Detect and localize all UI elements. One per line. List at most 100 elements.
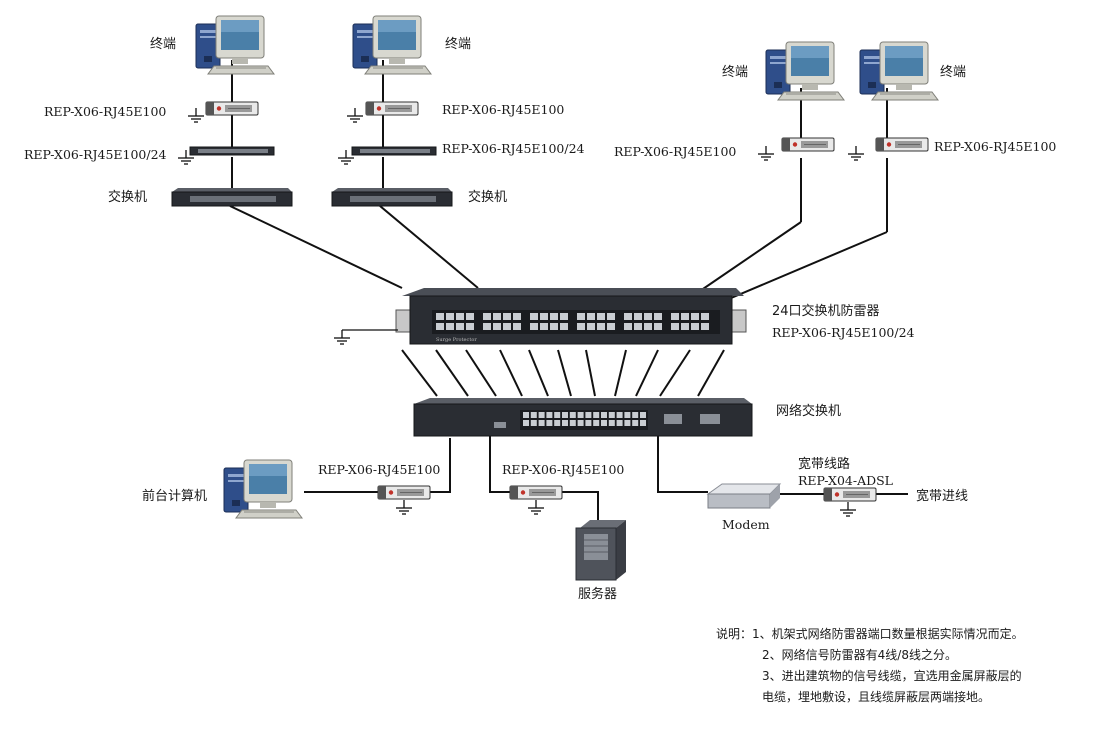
sp24-model-label: REP-X06-RJ45E100/24	[772, 325, 915, 340]
rj45-port	[569, 412, 576, 418]
rj45-port	[587, 313, 595, 320]
rj45-port	[585, 420, 592, 426]
rj45-port	[503, 323, 511, 330]
rj45-port	[624, 412, 631, 418]
rj45-port	[640, 420, 646, 426]
network-protector-icon	[509, 485, 563, 500]
rj45-port	[550, 323, 558, 330]
ground-icon	[757, 145, 775, 161]
rj45-port	[634, 323, 642, 330]
rj45-port	[587, 323, 595, 330]
ground-icon	[333, 329, 351, 345]
rj45-port	[691, 323, 699, 330]
desktop-switch-icon	[171, 187, 293, 207]
rj45-port	[624, 313, 632, 320]
rj45-port	[530, 323, 538, 330]
network-switch-label: 网络交换机	[776, 403, 841, 419]
broadband-line-label: 宽带线路	[798, 456, 850, 472]
rj45-port	[624, 323, 632, 330]
desktop-switch-icon	[331, 187, 453, 207]
patch-model-label: REP-X06-RJ45E100/24	[442, 141, 585, 156]
protector-model-label: REP-X06-RJ45E100	[502, 462, 624, 477]
switch-label: 交换机	[108, 189, 147, 205]
rj45-port	[624, 420, 631, 426]
patch-panel-icon	[189, 146, 275, 156]
terminal-computer-icon	[765, 41, 845, 101]
rj45-port	[597, 313, 605, 320]
rj45-port	[538, 420, 545, 426]
rj45-port	[691, 313, 699, 320]
rj45-port	[446, 313, 454, 320]
ground-icon	[346, 107, 364, 123]
modem-icon	[706, 483, 782, 509]
rj45-port	[681, 323, 689, 330]
rj45-port	[560, 313, 568, 320]
rj45-port	[644, 323, 652, 330]
note-row: 说明：1、机架式网络防雷器端口数量根据实际情况而定。	[716, 624, 1106, 645]
rj45-port	[540, 313, 548, 320]
rj45-port	[523, 412, 529, 418]
rj45-port	[530, 313, 538, 320]
rj45-port	[607, 323, 615, 330]
rj45-port	[569, 420, 576, 426]
rj45-port	[616, 412, 623, 418]
protector-model-label: REP-X06-RJ45E100	[442, 102, 564, 117]
rj45-port	[607, 313, 615, 320]
terminal-label: 终端	[445, 36, 471, 52]
ground-icon	[395, 499, 413, 515]
network-protector-icon	[781, 137, 835, 152]
rj45-port	[466, 313, 474, 320]
rj45-port	[585, 412, 592, 418]
adsl-model-label: REP-X04-ADSL	[798, 473, 893, 488]
network-protector-icon	[205, 101, 259, 116]
rj45-port	[483, 323, 491, 330]
network-switch-device	[413, 398, 753, 437]
patch-model-label: REP-X06-RJ45E100/24	[24, 147, 167, 162]
rj45-port	[701, 323, 709, 330]
rj45-port	[530, 420, 537, 426]
protector-model-label: REP-X06-RJ45E100	[614, 144, 736, 159]
rj45-port	[577, 420, 584, 426]
rj45-port	[593, 420, 600, 426]
ground-icon	[187, 107, 205, 123]
rj45-port	[562, 412, 568, 418]
rj45-port	[456, 313, 464, 320]
rj45-port	[701, 313, 709, 320]
rj45-port	[608, 420, 615, 426]
rj45-port	[554, 420, 561, 426]
server-label: 服务器	[578, 586, 617, 602]
terminal-label: 终端	[940, 64, 966, 80]
rj45-port	[654, 323, 662, 330]
broadband-in-label: 宽带进线	[916, 488, 968, 504]
rj45-port	[608, 412, 615, 418]
rj45-port	[513, 313, 521, 320]
rj45-port	[654, 313, 662, 320]
rj45-port	[593, 412, 600, 418]
note-item: 1、机架式网络防雷器端口数量根据实际情况而定。	[752, 627, 1024, 641]
rj45-port	[446, 323, 454, 330]
rj45-port	[546, 420, 553, 426]
rack-surge-protector: Surge Protector	[395, 288, 747, 345]
note-row: 2、网络信号防雷器有4线/8线之分。	[762, 648, 957, 662]
rj45-port	[671, 313, 679, 320]
rj45-port	[436, 323, 444, 330]
rj45-port	[632, 412, 639, 418]
rj45-port	[550, 313, 558, 320]
sp24-title-label: 24口交换机防雷器	[772, 303, 880, 319]
rj45-port	[483, 313, 491, 320]
rj45-port	[523, 420, 529, 426]
terminal-label: 终端	[722, 64, 748, 80]
rj45-port	[436, 313, 444, 320]
rj45-port	[540, 323, 548, 330]
rj45-port	[466, 323, 474, 330]
rj45-port	[577, 412, 584, 418]
rj45-port	[538, 412, 545, 418]
rack-brand-label: Surge Protector	[436, 337, 477, 343]
patch-panel-icon	[351, 146, 437, 156]
note-row: 电缆，埋地敷设，且线缆屏蔽层两端接地。	[762, 690, 991, 704]
protector-model-label: REP-X06-RJ45E100	[44, 104, 166, 119]
rj45-port	[493, 313, 501, 320]
terminal-computer-icon	[859, 41, 939, 101]
front-pc-computer-icon	[223, 459, 303, 519]
